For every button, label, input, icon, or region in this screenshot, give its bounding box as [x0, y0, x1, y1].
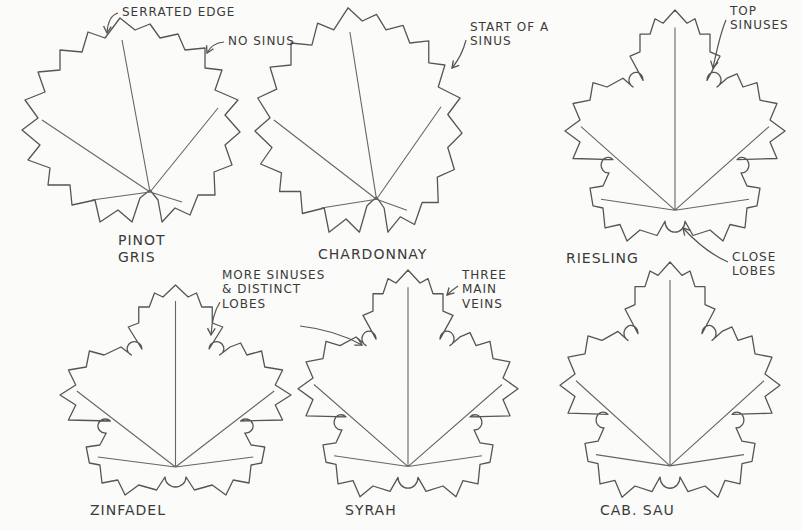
- variety-name: PINOT GRIS: [118, 232, 182, 266]
- variety-name: CAB. SAU: [600, 502, 675, 519]
- callout-note: SERRATED EDGE: [122, 5, 235, 19]
- cab-sau-leaf: [560, 262, 780, 497]
- callout-note: NO SINUS: [228, 34, 295, 48]
- variety-name: RIESLING: [566, 250, 639, 267]
- zinfadel-leaf: [60, 285, 291, 495]
- pinot-gris-leaf: [22, 18, 240, 222]
- variety-name: ZINFADEL: [90, 502, 166, 519]
- callout-note: THREE MAIN VEINS: [462, 268, 538, 311]
- riesling-leaf: [565, 10, 785, 241]
- callout-note: MORE SINUSES & DISTINCT LOBES: [222, 268, 330, 311]
- callout-note: CLOSE LOBES: [732, 250, 796, 279]
- variety-name: SYRAH: [345, 502, 397, 519]
- callout-note: START OF A SINUS: [470, 20, 550, 49]
- leader-lines: [107, 13, 728, 345]
- variety-name: CHARDONNAY: [318, 246, 427, 263]
- callout-note: TOP SINUSES: [730, 4, 796, 33]
